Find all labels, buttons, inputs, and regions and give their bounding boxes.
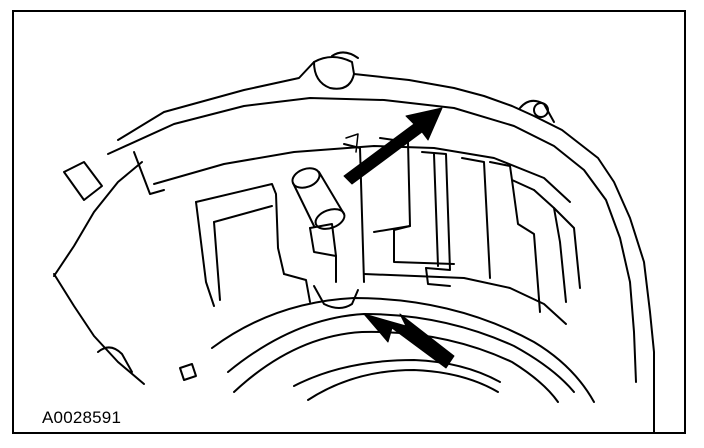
- callout-arrow-icon: [363, 313, 455, 369]
- case-inner-walls: [153, 137, 581, 325]
- lower-callout-arrow: [363, 313, 455, 369]
- transmission-case-drawing: [53, 51, 655, 432]
- case-outer-contour: [53, 51, 655, 432]
- figure-id-label: A0028591: [42, 408, 122, 427]
- center-bore: [211, 285, 595, 403]
- callout-arrow-icon: [343, 107, 443, 185]
- illustration-frame: A0028591: [12, 10, 686, 434]
- upper-callout-arrow: [343, 107, 443, 185]
- pin-component: [291, 167, 346, 230]
